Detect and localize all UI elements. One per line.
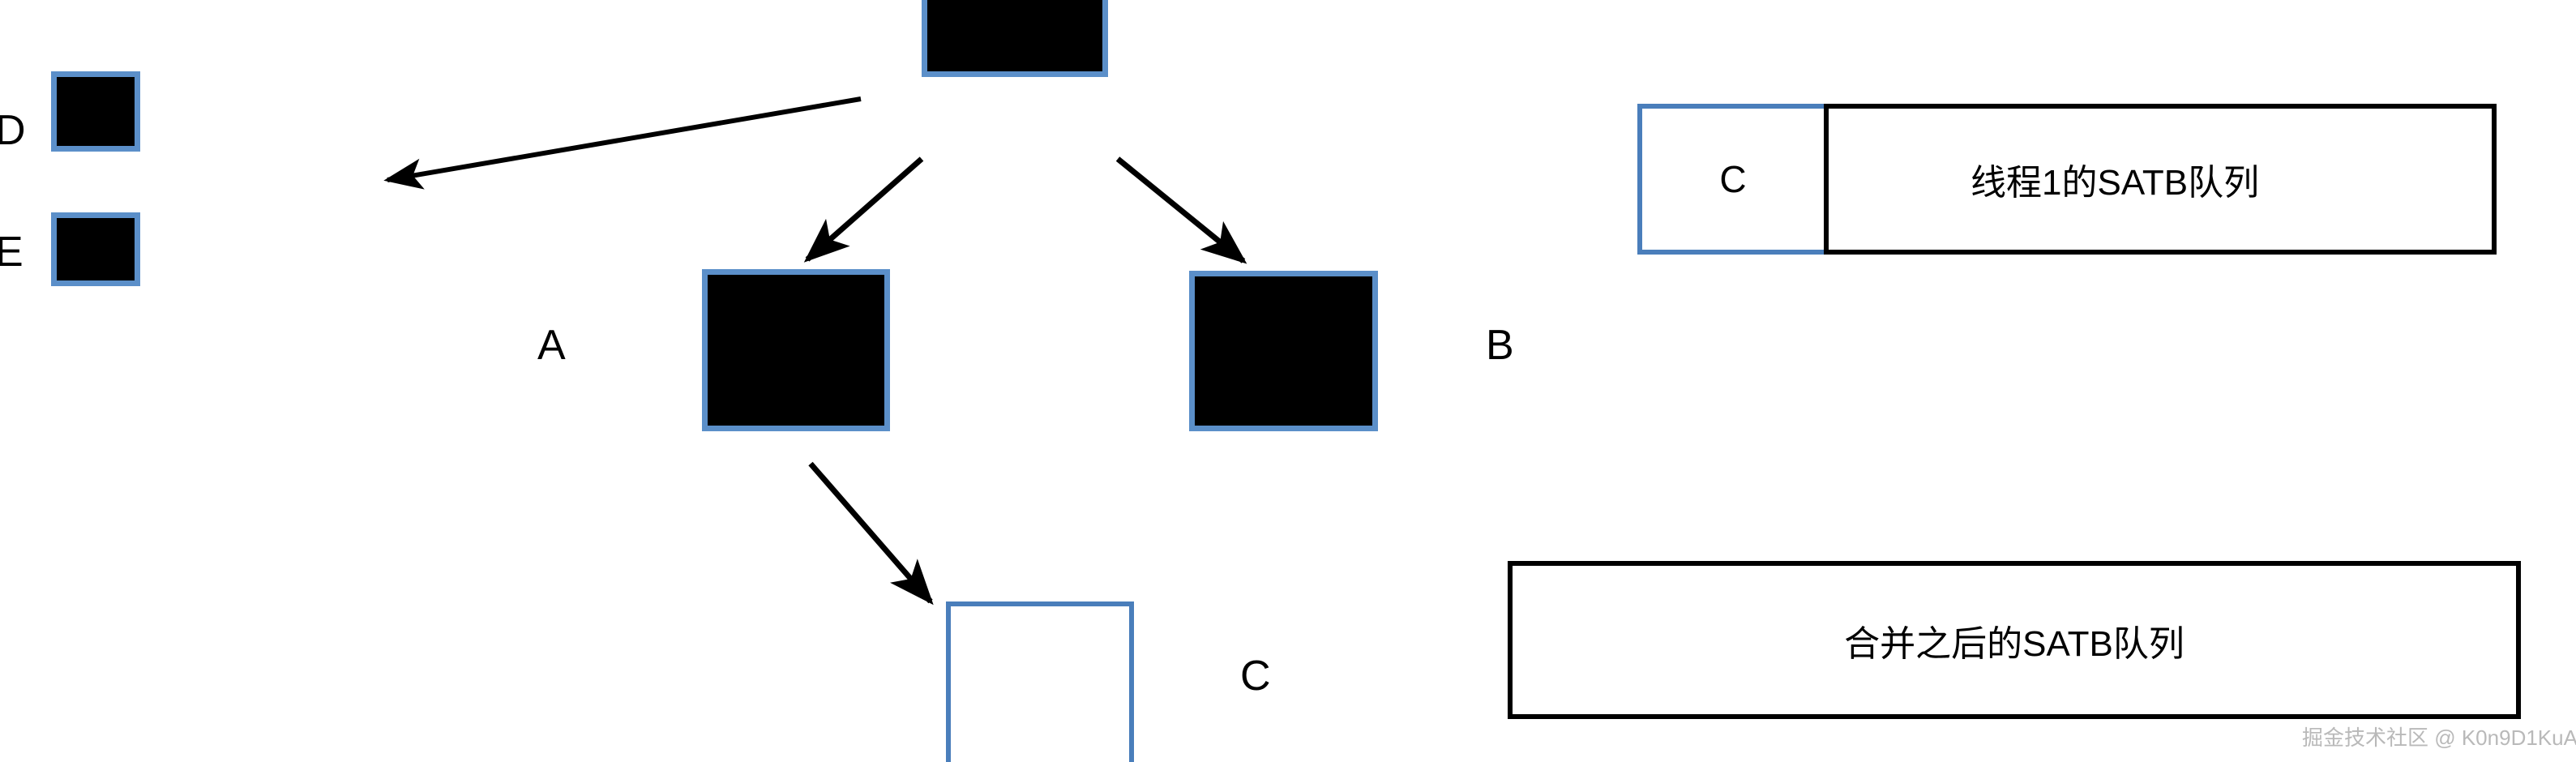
thread-satb-queue: C 线程1的SATB队列 [1637, 104, 2497, 255]
node-b-box[interactable] [1189, 271, 1378, 431]
merged-satb-queue-bar[interactable]: 合并之后的SATB队列 [1508, 561, 2521, 719]
edge-root-to-b [1115, 156, 1247, 264]
watermark-text: 掘金技术社区 @ K0n9D1KuA [2302, 726, 2576, 750]
node-a-box[interactable] [702, 269, 890, 431]
node-d-box[interactable] [51, 71, 140, 152]
node-e-box[interactable] [51, 212, 140, 286]
edge-root-to-d [383, 96, 862, 190]
node-root-box[interactable] [922, 0, 1108, 77]
edge-a-to-c [808, 461, 934, 606]
thread-satb-queue-bar[interactable]: 线程1的SATB队列 [1824, 104, 2497, 255]
node-c-label: C [1240, 653, 1271, 700]
node-c-box[interactable] [946, 601, 1134, 762]
thread-satb-queue-slot[interactable]: C [1637, 104, 1829, 255]
node-d-label: D [0, 107, 26, 154]
node-b-label: B [1486, 322, 1514, 369]
edge-root-to-a [803, 156, 924, 263]
node-e-label: E [0, 229, 24, 276]
node-a-label: A [537, 322, 566, 369]
